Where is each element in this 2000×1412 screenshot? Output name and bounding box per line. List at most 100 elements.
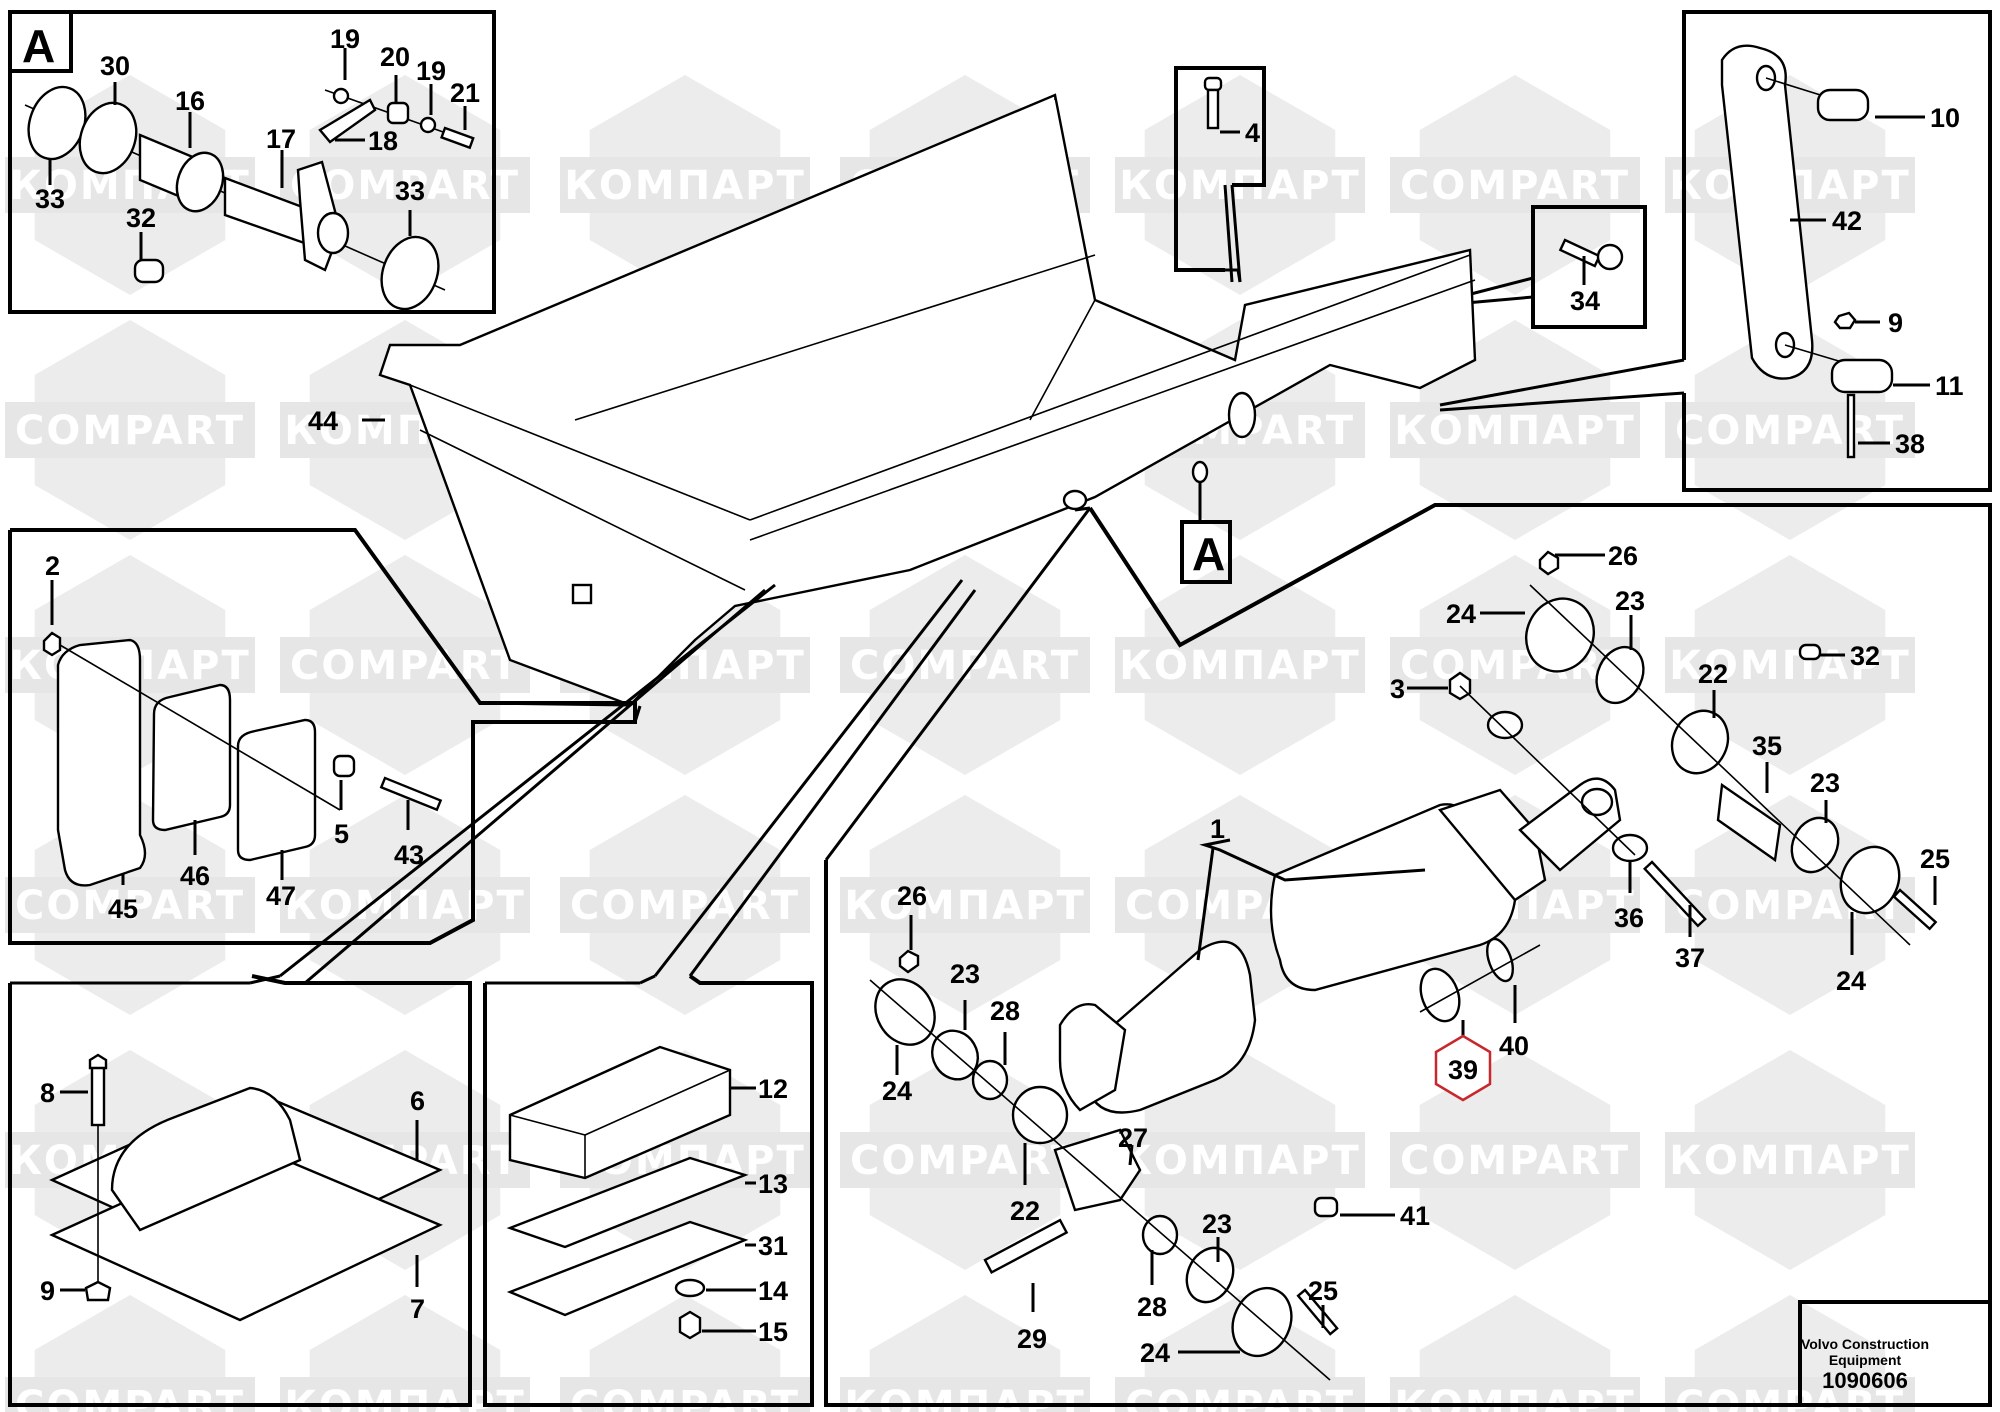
bolt-4-frame [1174,66,1266,272]
link-arm-panel: 10 42 9 11 38 [1439,10,1992,492]
link-arm-leader [1439,358,1685,407]
callout-23b: 23 [1810,768,1840,798]
callout-34: 34 [1570,286,1600,316]
pin-10 [1816,88,1870,122]
pin-11 [1830,358,1894,394]
watermark-band [560,877,810,933]
bolt-25 [1892,888,1938,931]
callout-2: 2 [45,551,60,581]
callout-23d: 23 [1202,1209,1232,1239]
callout-23c: 23 [950,959,980,989]
bolt-34-frame [1531,205,1647,329]
bolt-21 [440,126,475,150]
watermark-band [840,877,1090,933]
tailgate-edge [409,384,751,521]
callout-7: 7 [410,1294,425,1324]
callout-46: 46 [180,861,210,891]
callout-33: 33 [35,184,65,214]
callout-11: 11 [1935,371,1964,401]
callout-6: 6 [410,1086,425,1116]
snap-ring-28 [971,1059,1009,1101]
watermark-text: КОМПАРТ [1394,1383,1636,1412]
callout-32: 32 [126,203,156,233]
watermark-text: КОМПАРТ [1669,643,1911,689]
watermark-text: КОМПАРТ [284,883,526,929]
callout-8: 8 [40,1078,55,1108]
callout-16: 16 [175,86,205,116]
shim-31 [506,1220,749,1317]
detail-a-marker: A [1192,528,1225,580]
callout-23: 23 [1615,586,1645,616]
link-arm-frame [1682,10,1992,492]
cylinder-head [1437,788,1547,902]
washer-30 [78,101,138,175]
stop-block-panel: 12 13 31 14 15 [483,579,977,1407]
retainer-24 [1525,597,1595,673]
watermark-band [1665,1132,1915,1188]
callout-27: 27 [1118,1123,1148,1153]
o-ring-33-right [380,235,440,311]
retainer-24d [1231,1286,1293,1358]
bolt-4-leader [1230,184,1242,283]
watermark-band [280,877,530,933]
hinge-a [1191,460,1209,484]
callout-4: 4 [1245,118,1260,148]
callout-15: 15 [758,1317,788,1347]
callout-22: 22 [1698,659,1728,689]
nut-9-lower [84,1280,112,1302]
detail-a-frame [8,10,496,314]
callout-41: 41 [1400,1201,1430,1231]
callout-33-right: 33 [395,176,425,206]
watermark-text: COMPART [1125,1383,1355,1412]
watermark-band [1390,402,1640,458]
watermark-band [1115,1132,1365,1188]
callout-24c: 24 [882,1076,912,1106]
watermark-text: COMPART [1400,163,1630,209]
callout-32b: 32 [1850,641,1880,671]
callout-12: 12 [758,1074,788,1104]
watermark-text: КОМПАРТ [844,883,1086,929]
body-bracket [571,583,593,605]
hoist-cylinder-leader [824,507,1092,861]
bolt-4-head [1203,76,1223,92]
watermark-text: КОМПАРТ [1119,643,1361,689]
cylinder-mount [1062,489,1088,511]
callout-20: 20 [380,42,410,72]
callout-37: 37 [1675,943,1705,973]
washer-14 [674,1278,706,1298]
body-side-rail [749,254,1471,521]
cylinder-base [1058,1003,1127,1112]
callout-10: 10 [1930,103,1960,133]
callout-31: 31 [758,1231,788,1261]
watermark-band [280,637,530,693]
detail-a-label-box [8,10,73,73]
shim-13 [506,1156,749,1249]
rubber-pad-body [110,1086,302,1232]
watermark-text: COMPART [850,1138,1080,1184]
pin-27 [1053,1128,1142,1212]
callout-25b: 25 [1308,1276,1338,1306]
callout-24b: 24 [1836,966,1866,996]
watermark-text: КОМПАРТ [844,1383,1086,1412]
detail-a-marker-box [1180,520,1232,584]
rubber-pad-panel: 8 6 7 9 [8,583,776,1407]
callout-19b: 19 [416,56,446,86]
highlight-hexagon-39 [1434,1034,1492,1102]
retainer-24b [1839,845,1901,915]
stop-block-leader [653,579,964,977]
sleeve-35 [1716,782,1782,863]
watermark-text: COMPART [570,883,800,929]
callout-40: 40 [1499,1031,1529,1061]
seal-23c [931,1029,979,1081]
bearing-22b [1011,1085,1069,1145]
watermark-text: COMPART [1675,1383,1905,1412]
stop-block-12 [508,1045,732,1180]
callout-13: 13 [758,1169,788,1199]
callout-29: 29 [1017,1324,1047,1354]
cap-39 [1419,967,1461,1023]
watermark-text: COMPART [1675,408,1905,454]
callout-39: 39 [1448,1055,1478,1085]
retainer-24c [874,978,936,1046]
callout-38: 38 [1895,429,1925,459]
